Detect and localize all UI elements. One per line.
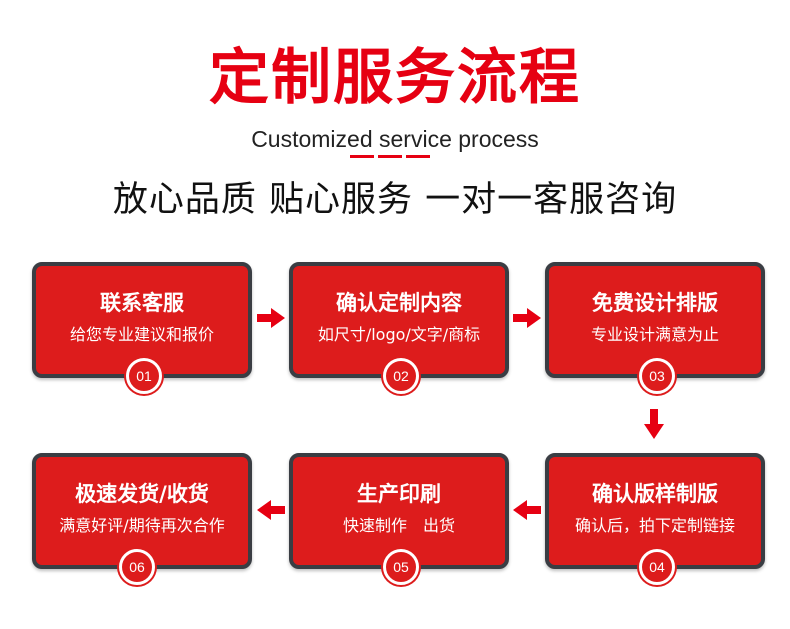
- subtitle-underline-3: [406, 155, 430, 158]
- step-desc: 专业设计满意为止: [590, 325, 719, 344]
- step-title: 确认定制内容: [336, 291, 462, 315]
- step-desc: 如尺寸/logo/文字/商标: [317, 325, 481, 344]
- step-title: 联系客服: [100, 291, 184, 315]
- tagline: 放心品质 贴心服务 一对一客服咨询: [112, 180, 678, 220]
- step-number-badge-04: 04: [639, 549, 675, 585]
- step-number-badge-03: 03: [639, 358, 675, 394]
- step-desc: 快速制作 出货: [342, 516, 455, 535]
- step-number-badge-05: 05: [383, 549, 419, 585]
- step-number-badge-06: 06: [119, 549, 155, 585]
- step-desc: 确认后，拍下定制链接: [574, 516, 735, 535]
- page-subtitle: Customized service process: [251, 126, 539, 152]
- step-title: 极速发货/收货: [75, 482, 209, 506]
- step-desc: 满意好评/期待再次合作: [59, 516, 225, 535]
- arrow-right-icon: [257, 308, 285, 328]
- page-title: 定制服务流程: [209, 43, 581, 113]
- arrow-right-icon: [513, 308, 541, 328]
- step-desc: 给您专业建议和报价: [69, 325, 214, 344]
- arrow-left-icon: [257, 500, 285, 520]
- step-title: 生产印刷: [357, 482, 441, 506]
- arrow-left-icon: [513, 500, 541, 520]
- arrow-down-icon: [644, 409, 664, 439]
- subtitle-underline-2: [378, 155, 402, 158]
- step-title: 免费设计排版: [592, 291, 718, 315]
- step-title: 确认版样制版: [592, 482, 718, 506]
- step-number-badge-01: 01: [126, 358, 162, 394]
- step-number-badge-02: 02: [383, 358, 419, 394]
- subtitle-underline-1: [350, 155, 374, 158]
